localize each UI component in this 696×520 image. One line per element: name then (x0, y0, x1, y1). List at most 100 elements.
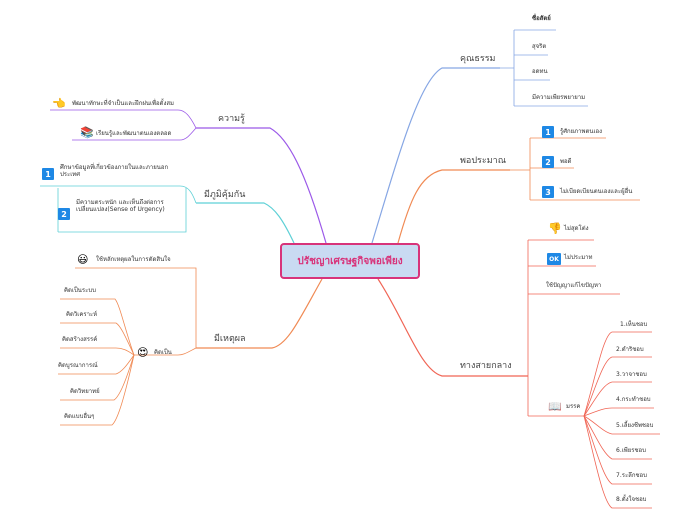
item-label: สุจริต (532, 43, 547, 50)
knowledge-item-2[interactable]: เรียนรู้และพัฒนาตนเองตลอด (96, 130, 172, 138)
item-label: คิดวิเคราะห์ (66, 311, 98, 318)
item-label: ศึกษาข้อมูลที่เกี่ยวข้องภายในและภายนอกปร… (60, 164, 169, 178)
item-label: คิดวิทยาทย์ (70, 388, 100, 395)
item-label: 8.ตั้งใจชอบ (616, 496, 647, 503)
reason-subitem[interactable]: คิดวิเคราะห์ (66, 311, 98, 319)
branch-moderation[interactable]: พอประมาณ (460, 156, 506, 166)
books-icon: 📚 (80, 126, 94, 139)
connector-knowledge (196, 127, 327, 244)
connector-immunity (196, 202, 295, 244)
item-label: 5.เลี้ยงชีพชอบ (616, 422, 654, 429)
item-label: ไม่เบียดเบียนตนเองและผู้อื่น (560, 188, 633, 195)
magga-item[interactable]: 5.เลี้ยงชีพชอบ (616, 422, 654, 430)
reason-item-2[interactable]: คิดเป็น (154, 349, 172, 357)
magga-item[interactable]: 4.กระทำชอบ (616, 396, 651, 404)
connector-reason (196, 278, 323, 349)
badge-number: 1 (45, 169, 51, 179)
item-label: 1.เห็นชอบ (620, 321, 648, 328)
moderation-item[interactable]: พอดี (560, 158, 572, 166)
item-label: ใช้ปัญญาแก้ไขปัญหา (546, 282, 602, 289)
branch-label: มีเหตุผล (214, 334, 246, 344)
middle-path-item[interactable]: ไม่ประมาท (564, 254, 593, 262)
magga-item[interactable]: 8.ตั้งใจชอบ (616, 496, 647, 504)
reason-subitem[interactable]: คิดสร้างสรรค์ (62, 336, 98, 344)
immunity-item-2[interactable]: มีความตระหนัก และเห็นถึงต่อการเปลี่ยนแปล… (76, 199, 180, 214)
magga-item[interactable]: 2.ดำริชอบ (616, 346, 644, 354)
reason-subitem[interactable]: คิดวิทยาทย์ (70, 388, 100, 396)
item-label: คิดเป็นระบบ (64, 287, 96, 294)
item-label: พอดี (560, 158, 572, 165)
middle-path-item[interactable]: มรรค (566, 403, 581, 411)
connector-virtue (371, 67, 500, 244)
item-label: มรรค (566, 403, 581, 410)
item-label: คิดแบบอื่นๆ (64, 413, 95, 420)
moderation-item[interactable]: รู้ศักยภาพตนเอง (560, 128, 603, 136)
branch-knowledge[interactable]: ความรู้ (218, 114, 245, 124)
smiley-icon: 😃 (77, 253, 89, 266)
branch-virtue[interactable]: คุณธรรม (460, 54, 495, 64)
item-label: 6.เพียรชอบ (616, 447, 646, 454)
badge-number: 3 (545, 187, 551, 197)
magga-item[interactable]: 7.ระลึกชอบ (616, 472, 647, 480)
virtue-item[interactable]: อดทน (532, 68, 548, 76)
moderation-item[interactable]: ไม่เบียดเบียนตนเองและผู้อื่น (560, 188, 633, 196)
heart-eyes-icon: 😍 (137, 346, 149, 359)
item-label: คิดสร้างสรรค์ (62, 336, 98, 343)
item-label: อดทน (532, 68, 548, 75)
magga-item[interactable]: 3.วาจาชอบ (616, 371, 647, 379)
magga-item[interactable]: 1.เห็นชอบ (620, 321, 648, 329)
connector-moderation (397, 169, 510, 244)
branch-immunity[interactable]: มีภูมิคุ้มกัน (204, 190, 245, 200)
central-topic[interactable]: ปรัชญาเศรษฐกิจพอเพียง (280, 243, 420, 279)
badge-number: 2 (545, 157, 551, 167)
connector-middle-path (377, 278, 528, 377)
item-label: ใช้หลักเหตุผลในการตัดสินใจ (96, 256, 171, 263)
branch-reason[interactable]: มีเหตุผล (214, 334, 246, 344)
item-label: 7.ระลึกชอบ (616, 472, 647, 479)
number-2-icon: 2 (58, 208, 70, 220)
reason-subitem[interactable]: คิดเป็นระบบ (64, 287, 96, 295)
reason-item-1[interactable]: ใช้หลักเหตุผลในการตัดสินใจ (96, 256, 171, 264)
item-label: มีความเพียรพยายาม (532, 94, 586, 101)
item-label: รู้ศักยภาพตนเอง (560, 128, 603, 135)
middle-path-item[interactable]: ไม่สุดโต่ง (564, 225, 589, 233)
item-label: มีความตระหนัก และเห็นถึงต่อการเปลี่ยนแปล… (76, 199, 165, 213)
thumbs-down-icon: 👎 (548, 222, 562, 235)
branch-label: มีภูมิคุ้มกัน (204, 190, 246, 200)
item-label: คิดเป็น (154, 349, 172, 356)
number-1-icon: 1 (542, 126, 554, 138)
badge-number: 1 (545, 127, 551, 137)
item-label: ไม่ประมาท (564, 254, 593, 261)
ok-icon: OK (547, 253, 561, 265)
number-2-icon: 2 (542, 156, 554, 168)
item-label: คิดบูรณาการณ์ (58, 362, 98, 369)
item-label: เรียนรู้และพัฒนาตนเองตลอด (96, 130, 172, 137)
badge-label: OK (549, 255, 559, 263)
item-label: ซื่อสัตย์ (532, 15, 551, 22)
reason-subitem[interactable]: คิดแบบอื่นๆ (64, 413, 95, 421)
reason-subitem[interactable]: คิดบูรณาการณ์ (58, 362, 98, 370)
branch-label: ทางสายกลาง (460, 361, 512, 371)
branch-label: ความรู้ (218, 114, 245, 124)
knowledge-item-1[interactable]: พัฒนาทักษะที่จำเป็นและฝึกฝนเพื่อตั้งสม (72, 100, 174, 108)
badge-number: 2 (61, 209, 67, 219)
virtue-item[interactable]: สุจริต (532, 43, 547, 51)
branch-label: คุณธรรม (460, 54, 496, 64)
book-icon: 📖 (548, 400, 562, 413)
central-topic-label: ปรัชญาเศรษฐกิจพอเพียง (297, 255, 403, 267)
item-label: 3.วาจาชอบ (616, 371, 647, 378)
branch-middle-path[interactable]: ทางสายกลาง (460, 361, 512, 371)
item-label: 2.ดำริชอบ (616, 346, 644, 353)
number-1-icon: 1 (42, 168, 54, 180)
pointing-hand-icon: 👈 (52, 97, 66, 110)
middle-path-item[interactable]: ใช้ปัญญาแก้ไขปัญหา (546, 282, 602, 290)
virtue-item[interactable]: มีความเพียรพยายาม (532, 94, 586, 102)
immunity-item-1[interactable]: ศึกษาข้อมูลที่เกี่ยวข้องภายในและภายนอกปร… (60, 164, 170, 179)
number-3-icon: 3 (542, 186, 554, 198)
magga-item[interactable]: 6.เพียรชอบ (616, 447, 646, 455)
item-label: 4.กระทำชอบ (616, 396, 651, 403)
item-label: ไม่สุดโต่ง (564, 225, 589, 232)
branch-label: พอประมาณ (460, 156, 507, 166)
virtue-item[interactable]: ซื่อสัตย์ (532, 15, 551, 23)
